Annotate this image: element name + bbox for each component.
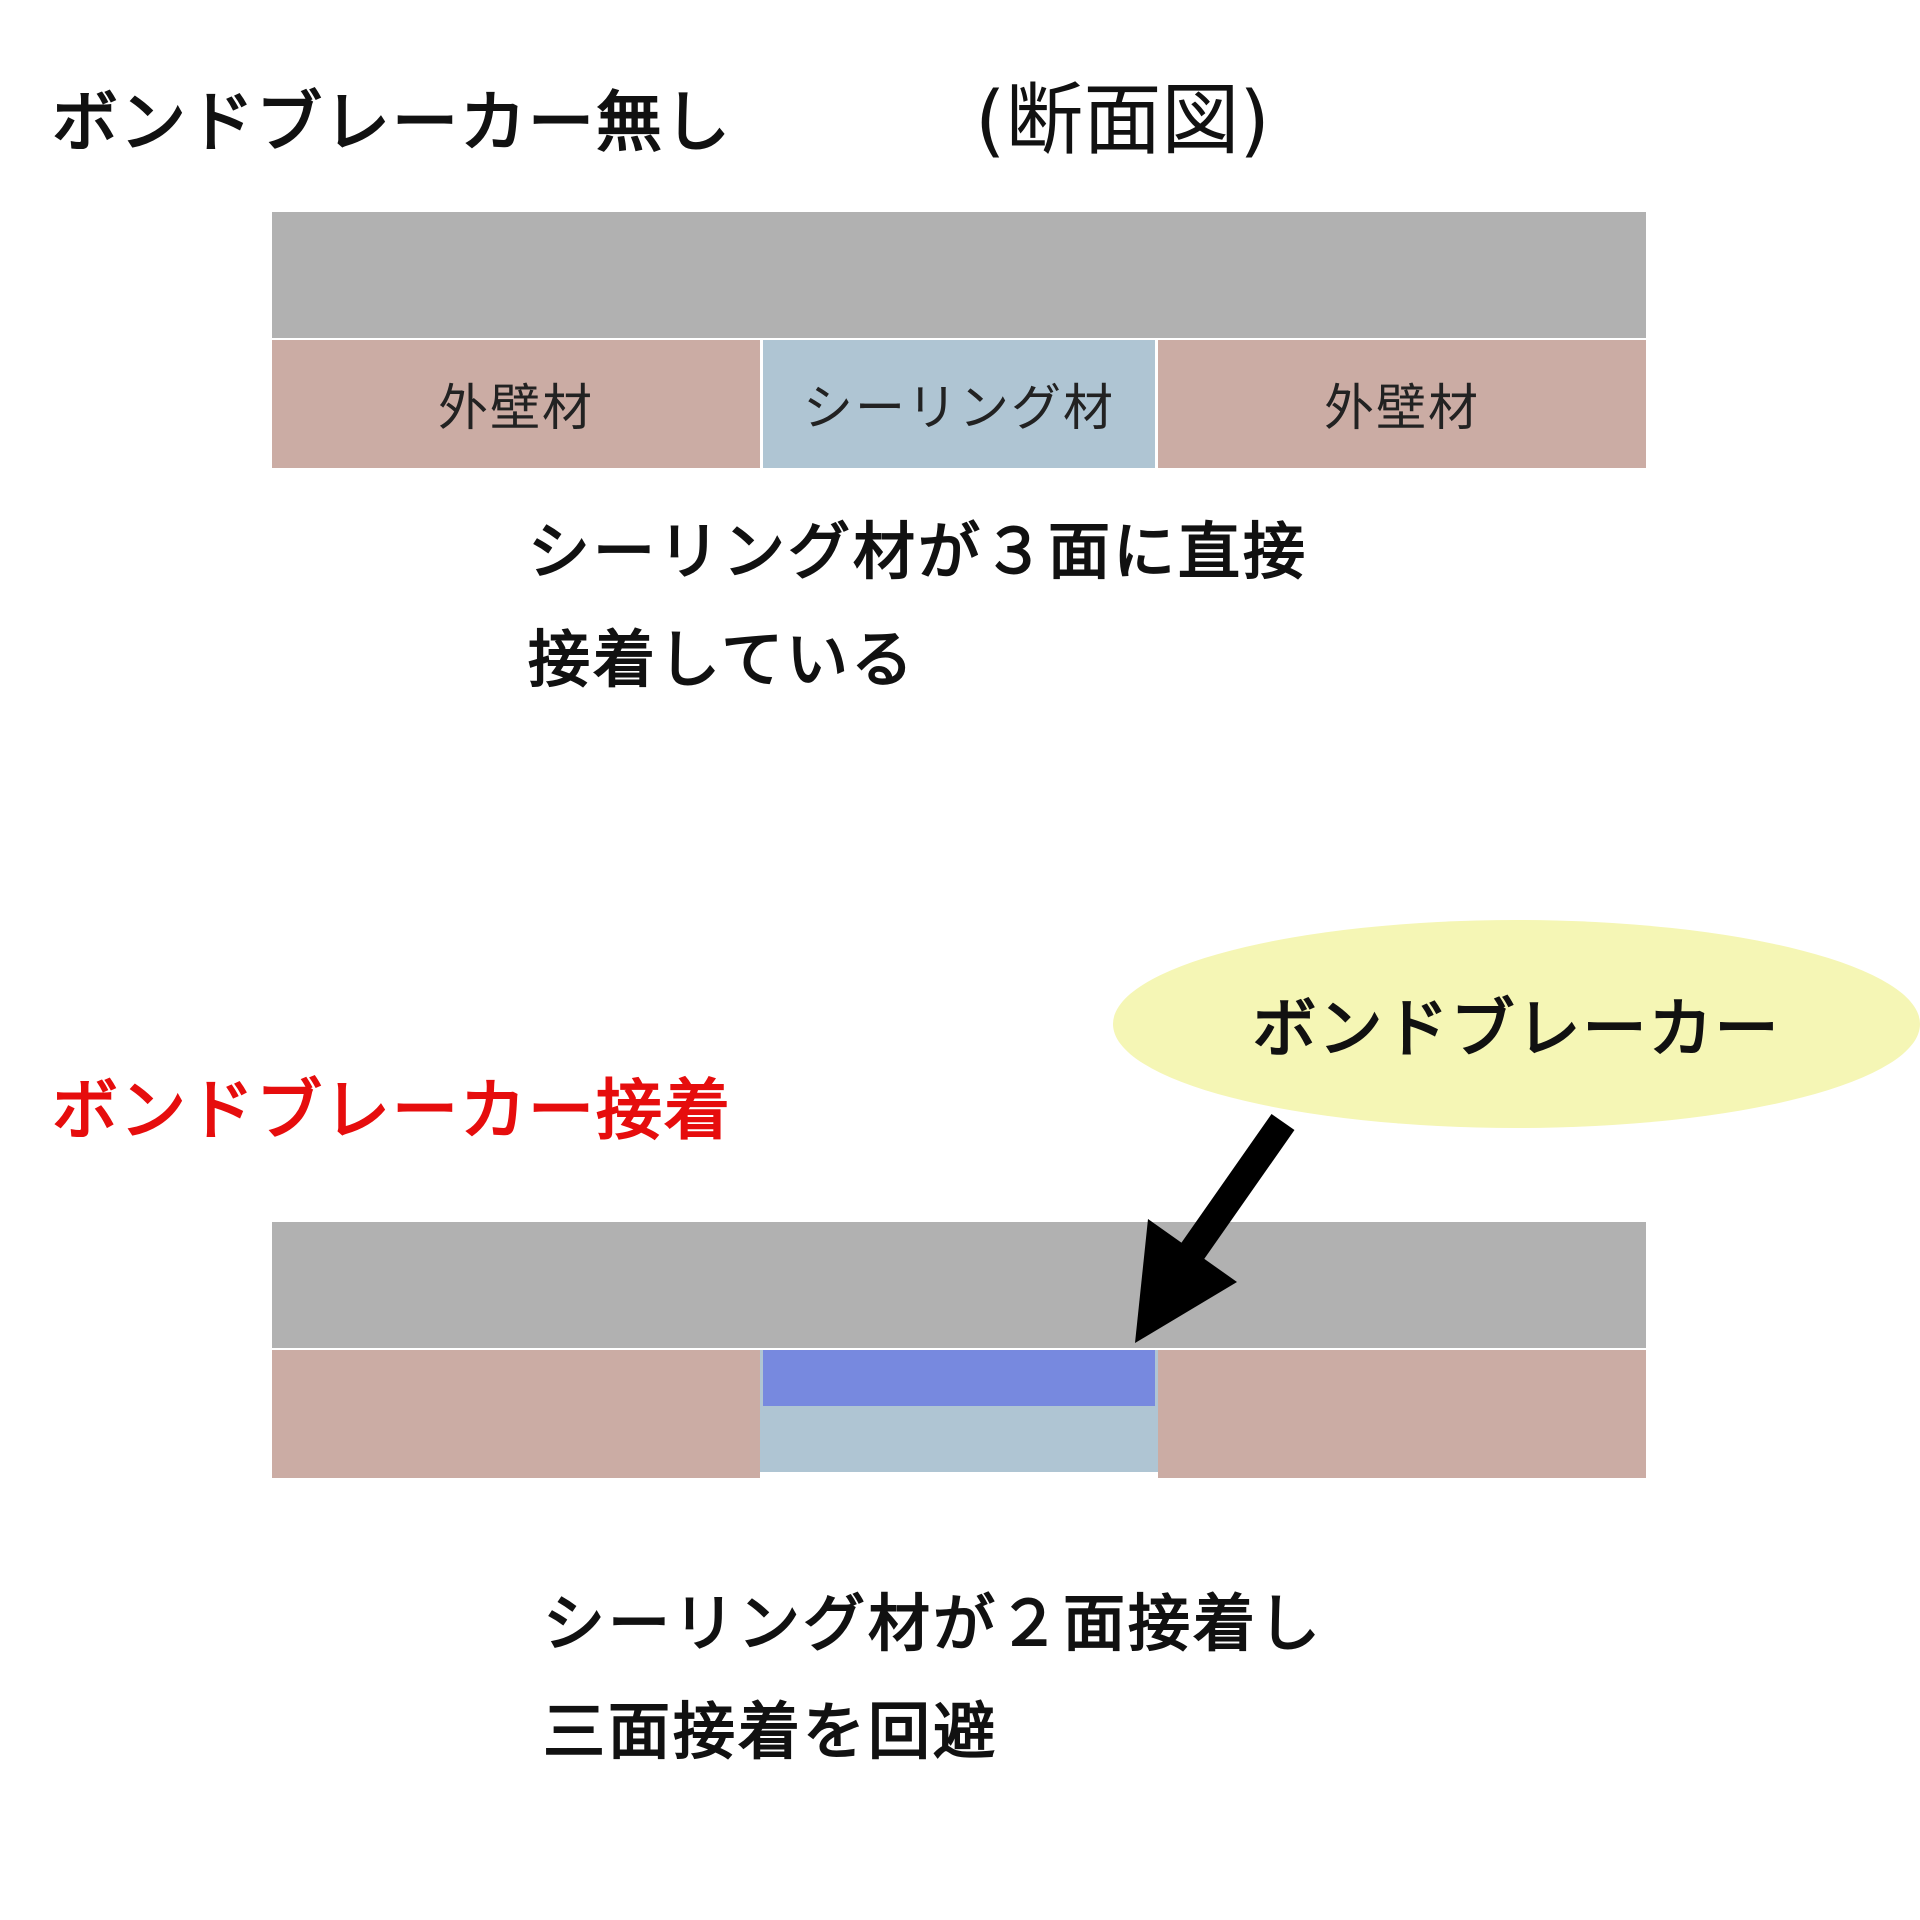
top-caption-line1: シーリング材が３面に直接 [528, 515, 1309, 588]
bond-breaker-tape [763, 1350, 1155, 1406]
pointer-arrow-head [1135, 1219, 1237, 1343]
bottom-wall-left [272, 1350, 760, 1478]
bottom-substrate [272, 1222, 1646, 1348]
top-wall-right-label: 外壁材 [1324, 379, 1480, 437]
bottom-caption-line1: シーリング材が２面接着し [543, 1587, 1324, 1660]
bottom-caption-line2: 三面接着を回避 [543, 1695, 999, 1768]
bottom-caption: シーリング材が２面接着し 三面接着を回避 [543, 1570, 1323, 1786]
top-caption-line2: 接着している [528, 623, 917, 696]
top-substrate [272, 212, 1646, 338]
top-sealant: シーリング材 [763, 340, 1155, 468]
bond-breaker-callout-label: ボンドブレーカー [1252, 993, 1781, 1067]
top-wall-right: 外壁材 [1158, 340, 1646, 468]
top-wall-left: 外壁材 [272, 340, 760, 468]
top-sealant-label: シーリング材 [803, 379, 1115, 437]
pointer-arrow-shaft [1173, 1113, 1295, 1271]
top-subtitle: (断面図) [975, 76, 1270, 166]
bond-breaker-callout: ボンドブレーカー [1113, 920, 1920, 1128]
bottom-wall-right [1158, 1350, 1646, 1478]
top-caption: シーリング材が３面に直接 接着している [528, 498, 1308, 714]
top-wall-left-label: 外壁材 [438, 379, 594, 437]
top-title: ボンドブレーカー無し [52, 84, 732, 161]
bottom-title: ボンドブレーカー接着 [52, 1072, 732, 1149]
